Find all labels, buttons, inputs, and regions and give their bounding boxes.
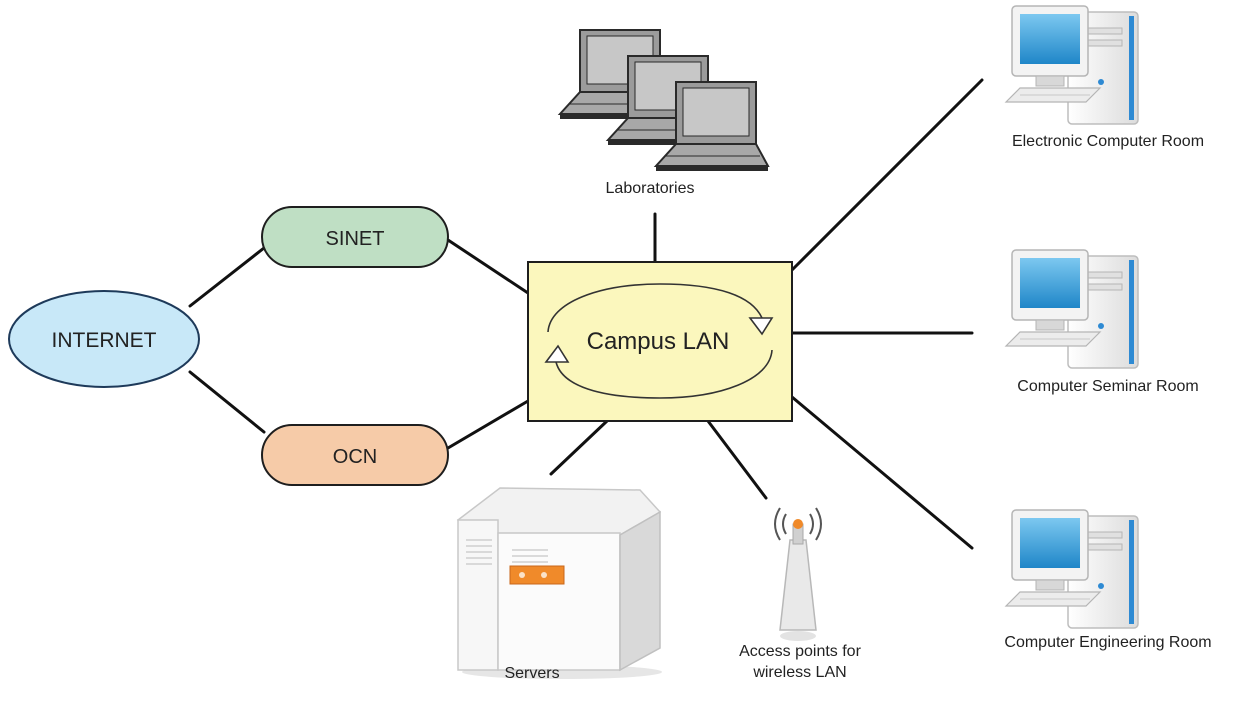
- electronic-room-caption: Electronic Computer Room: [1011, 133, 1205, 150]
- link-ocn-campus: [446, 399, 530, 450]
- link-campus-servers: [549, 419, 609, 476]
- link-internet-ocn: [188, 370, 266, 434]
- laboratories-caption: Laboratories: [605, 180, 695, 197]
- sinet-label: SINET: [326, 228, 385, 250]
- link-internet-sinet: [188, 246, 266, 308]
- servers-caption: Servers: [504, 665, 560, 682]
- electronic-room-pc-icon: [1005, 5, 1139, 125]
- internet-label: INTERNET: [52, 329, 157, 352]
- arrow-head-right: [748, 317, 774, 336]
- wireless-access-point-icon: [774, 507, 822, 641]
- ocn-node: OCN: [261, 424, 449, 486]
- link-campus-engineering: [790, 395, 974, 550]
- seminar-room-pc-icon: [1005, 249, 1139, 369]
- connection-lines: [188, 78, 984, 550]
- access-points-caption-line2: wireless LAN: [753, 664, 847, 681]
- link-campus-electronic: [790, 78, 984, 272]
- seminar-room-caption: Computer Seminar Room: [1017, 378, 1199, 395]
- link-campus-access: [706, 419, 768, 500]
- server-icon: [456, 487, 662, 679]
- campus-lan-label: Campus LAN: [587, 328, 730, 355]
- link-sinet-campus: [446, 238, 530, 295]
- campus-lan-node: Campus LAN: [527, 261, 793, 422]
- cycle-arrows-icon: [547, 283, 773, 399]
- arrow-head-left: [544, 344, 570, 363]
- engineering-room-caption: Computer Engineering Room: [1004, 634, 1212, 651]
- sinet-node: SINET: [261, 206, 449, 268]
- ocn-label: OCN: [333, 446, 377, 468]
- laptops-icon: [559, 29, 769, 172]
- engineering-room-pc-icon: [1005, 509, 1139, 629]
- internet-node: INTERNET: [8, 290, 200, 388]
- access-points-caption-line1: Access points for: [739, 643, 861, 660]
